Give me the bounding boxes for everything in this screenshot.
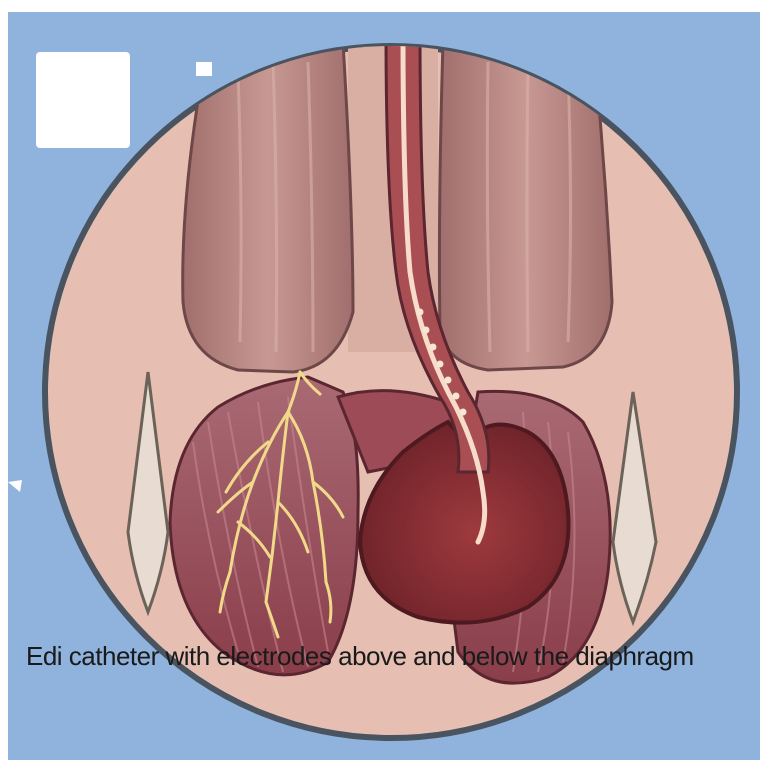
- illustration-panel: Edi catheter with electrodes above and b…: [8, 12, 760, 760]
- edge-mark: [8, 480, 22, 492]
- left-lung: [183, 42, 353, 372]
- white-dot: [196, 62, 212, 76]
- figure-caption: Edi catheter with electrodes above and b…: [26, 640, 726, 672]
- white-patch: [36, 52, 130, 148]
